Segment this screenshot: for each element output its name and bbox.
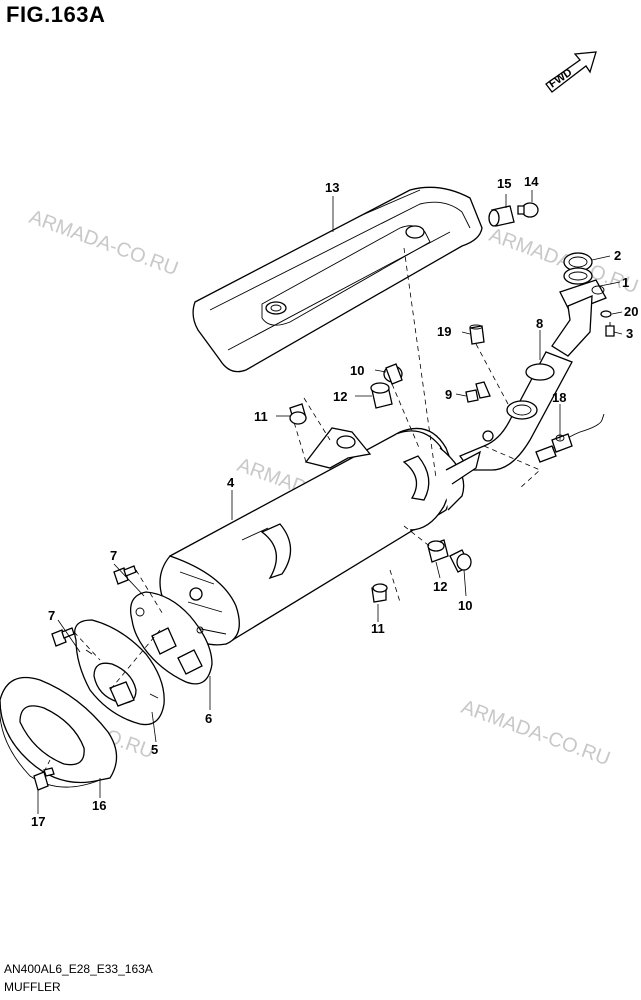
- watermark-bottom-right: ARMADA-CO.RU: [458, 696, 613, 770]
- figure-code: AN400AL6_E28_E33_163A: [4, 962, 153, 976]
- exhaust-pipe-head: [551, 279, 607, 357]
- callout-3: 3: [626, 326, 633, 341]
- bolt-3: [605, 322, 615, 337]
- callout-1: 1: [622, 275, 629, 290]
- callout-6: 6: [205, 711, 212, 726]
- callout-20: 20: [624, 304, 638, 319]
- nut-19: [469, 324, 485, 345]
- washer-20: [600, 310, 612, 318]
- figure-title: FIG.163A: [6, 2, 106, 27]
- end-plate-6: [129, 591, 213, 685]
- gasket-2: [563, 252, 593, 285]
- end-cover-5: [74, 619, 165, 726]
- callout-2: 2: [614, 248, 621, 263]
- forward-arrow-icon: FWD: [545, 51, 597, 93]
- callout-14: 14: [524, 174, 539, 189]
- callout-4: 4: [227, 475, 235, 490]
- exhaust-pipe-8: [458, 351, 573, 471]
- tail-cover-16: [0, 676, 118, 788]
- callout-17: 17: [31, 814, 45, 829]
- callout-10-lower: 10: [458, 598, 472, 613]
- callout-5: 5: [151, 742, 158, 757]
- callout-18: 18: [552, 390, 566, 405]
- callout-12-upper: 12: [333, 389, 347, 404]
- callout-13: 13: [325, 180, 339, 195]
- callout-7-upper: 7: [110, 548, 117, 563]
- oxygen-sensor-18: [535, 413, 605, 463]
- callout-15: 15: [497, 176, 511, 191]
- grommet-11-upper: [289, 403, 307, 425]
- callout-11-upper: 11: [254, 409, 268, 424]
- callout-11-lower: 11: [371, 621, 385, 636]
- callout-19: 19: [437, 324, 451, 339]
- screw-7-lower: [51, 627, 75, 647]
- collar-12-lower: [427, 539, 449, 563]
- screw-7-upper: [113, 565, 137, 585]
- callout-labels: 13 15 14 2 1 20 3 8 19 9 18 10 12 11 4 7…: [31, 174, 638, 829]
- callout-7-lower: 7: [48, 608, 55, 623]
- screw-17: [33, 767, 55, 791]
- bolt-9: [465, 381, 491, 403]
- muffler-body-4: [159, 427, 481, 646]
- callout-10-upper: 10: [350, 363, 364, 378]
- bolt-10-lower: [449, 549, 472, 573]
- screw-14: [517, 202, 539, 218]
- watermark-top-left: ARMADA-CO.RU: [26, 206, 181, 280]
- leader-lines: [37, 190, 623, 814]
- bolt-10-upper: [383, 363, 403, 385]
- grommet-15: [488, 205, 515, 227]
- callout-12-lower: 12: [433, 579, 447, 594]
- callout-8: 8: [536, 316, 543, 331]
- collar-12-upper: [370, 382, 393, 409]
- heat-shield-cover: [192, 186, 483, 373]
- figure-name: MUFFLER: [4, 980, 61, 994]
- callout-16: 16: [92, 798, 106, 813]
- grommet-11-lower: [371, 583, 388, 603]
- callout-9: 9: [445, 387, 452, 402]
